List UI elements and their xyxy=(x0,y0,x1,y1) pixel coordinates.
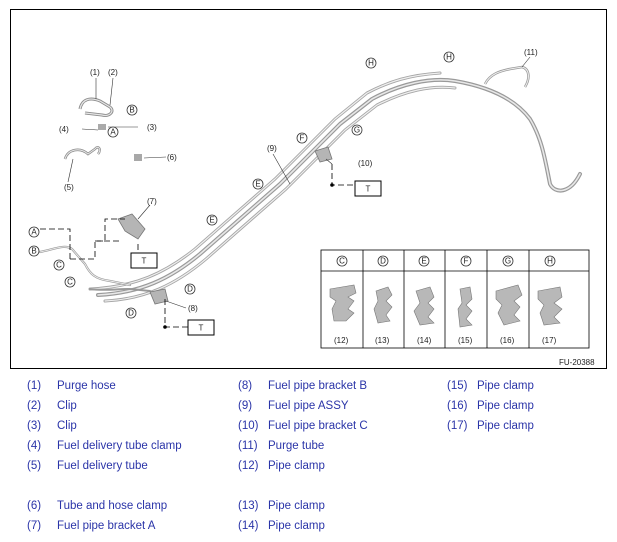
legend-item: (5)Fuel delivery tube xyxy=(27,460,148,472)
svg-text:C: C xyxy=(339,257,345,266)
table-header-f: F xyxy=(460,255,472,267)
letter-d-marker: D xyxy=(125,307,137,319)
fuel-pipe-bracket-b xyxy=(149,288,169,305)
svg-text:C: C xyxy=(56,261,62,270)
letter-e-marker: E xyxy=(206,214,218,226)
table-header-c: C xyxy=(336,255,348,267)
legend-item: (1)Purge hose xyxy=(27,380,116,392)
legend-item: (6)Tube and hose clamp xyxy=(27,500,168,512)
purge-hose-assembly xyxy=(63,97,142,161)
table-header-e: E xyxy=(418,255,430,267)
svg-text:G: G xyxy=(354,126,360,135)
legend-item: (7)Fuel pipe bracket A xyxy=(27,520,156,532)
fuel-pipe-assy xyxy=(38,71,582,303)
svg-text:E: E xyxy=(209,216,214,225)
svg-text:H: H xyxy=(368,59,374,68)
attachment-dots xyxy=(163,183,334,329)
svg-text:A: A xyxy=(110,128,116,137)
letter-b-marker: B xyxy=(28,245,40,257)
letter-h-marker: H xyxy=(443,51,455,63)
callout-6: (6) xyxy=(167,153,177,162)
svg-text:T: T xyxy=(366,185,371,194)
fuel-pipe-bracket-c xyxy=(314,146,333,163)
svg-text:D: D xyxy=(128,309,134,318)
terminal-box: T xyxy=(187,319,215,336)
letter-a-marker: A xyxy=(107,126,119,138)
legend-item: (11)Purge tube xyxy=(238,440,325,452)
letter-h-marker: H xyxy=(365,57,377,69)
purge-tube xyxy=(483,65,530,88)
callout-10: (10) xyxy=(358,159,373,168)
svg-text:(15): (15) xyxy=(458,336,473,345)
legend-item: (12)Pipe clamp xyxy=(238,460,325,472)
clamp-table: C D E F G H (12) (13) (14) (15) (16) (17… xyxy=(320,249,590,349)
svg-text:(17): (17) xyxy=(542,336,557,345)
terminal-box: T xyxy=(130,252,158,269)
callout-4: (4) xyxy=(59,125,69,134)
table-numbers: (12) (13) (14) (15) (16) (17) xyxy=(334,336,557,345)
svg-text:B: B xyxy=(31,247,36,256)
table-header-g: G xyxy=(502,255,514,267)
svg-text:B: B xyxy=(129,106,134,115)
fuel-line-diagram: T T T (1) (2) (3) (4) (5) (6) (7) (8) (9… xyxy=(10,9,607,369)
svg-text:(13): (13) xyxy=(375,336,390,345)
table-header-d: D xyxy=(377,255,389,267)
callout-1: (1) xyxy=(90,68,100,77)
svg-text:F: F xyxy=(464,257,469,266)
letter-b-marker: B xyxy=(126,104,138,116)
figure-code: FU-20388 xyxy=(559,358,595,367)
table-header-h: H xyxy=(544,255,556,267)
svg-text:D: D xyxy=(380,257,386,266)
svg-text:T: T xyxy=(142,257,147,266)
callout-8: (8) xyxy=(188,304,198,313)
terminal-box: T xyxy=(354,180,382,197)
svg-text:E: E xyxy=(255,180,260,189)
svg-text:(14): (14) xyxy=(417,336,432,345)
callout-2: (2) xyxy=(108,68,118,77)
letter-d-marker: D xyxy=(184,283,196,295)
legend-item: (17)Pipe clamp xyxy=(447,420,534,432)
legend-item: (2)Clip xyxy=(27,400,77,412)
letter-f-marker: F xyxy=(296,132,308,144)
letter-g-marker: G xyxy=(351,124,363,136)
svg-text:C: C xyxy=(67,278,73,287)
legend-item: (3)Clip xyxy=(27,420,77,432)
fuel-pipe-bracket-a xyxy=(117,213,146,240)
legend-item: (4)Fuel delivery tube clamp xyxy=(27,440,182,452)
svg-text:D: D xyxy=(187,285,193,294)
callout-3: (3) xyxy=(147,123,157,132)
svg-text:E: E xyxy=(421,257,426,266)
diagram-frame xyxy=(10,9,607,369)
callout-5: (5) xyxy=(64,183,74,192)
legend-item: (9)Fuel pipe ASSY xyxy=(238,400,349,412)
svg-text:H: H xyxy=(446,53,452,62)
svg-text:(12): (12) xyxy=(334,336,349,345)
callout-labels: (1) (2) (3) (4) (5) (6) (7) (8) (9) (10)… xyxy=(59,48,538,313)
svg-text:(16): (16) xyxy=(500,336,515,345)
letter-a-marker: A xyxy=(28,226,40,238)
svg-text:G: G xyxy=(505,257,511,266)
svg-text:F: F xyxy=(300,134,305,143)
pipe-clamp-pictures xyxy=(329,284,563,328)
legend-item: (10)Fuel pipe bracket C xyxy=(238,420,368,432)
svg-text:A: A xyxy=(31,228,37,237)
legend-item: (13)Pipe clamp xyxy=(238,500,325,512)
letter-c-marker: C xyxy=(53,259,65,271)
letter-e-marker: E xyxy=(252,178,264,190)
letter-c-marker: C xyxy=(64,276,76,288)
legend-item: (16)Pipe clamp xyxy=(447,400,534,412)
svg-text:H: H xyxy=(547,257,553,266)
legend-item: (15)Pipe clamp xyxy=(447,380,534,392)
callout-7: (7) xyxy=(147,197,157,206)
legend-item: (8)Fuel pipe bracket B xyxy=(238,380,368,392)
legend-item: (14)Pipe clamp xyxy=(238,520,325,532)
leader-lines xyxy=(67,56,531,309)
svg-text:T: T xyxy=(199,324,204,333)
circled-letters: A B A B C C D D E E F G H H xyxy=(28,51,455,319)
callout-11: (11) xyxy=(524,48,538,57)
callout-9: (9) xyxy=(267,144,277,153)
